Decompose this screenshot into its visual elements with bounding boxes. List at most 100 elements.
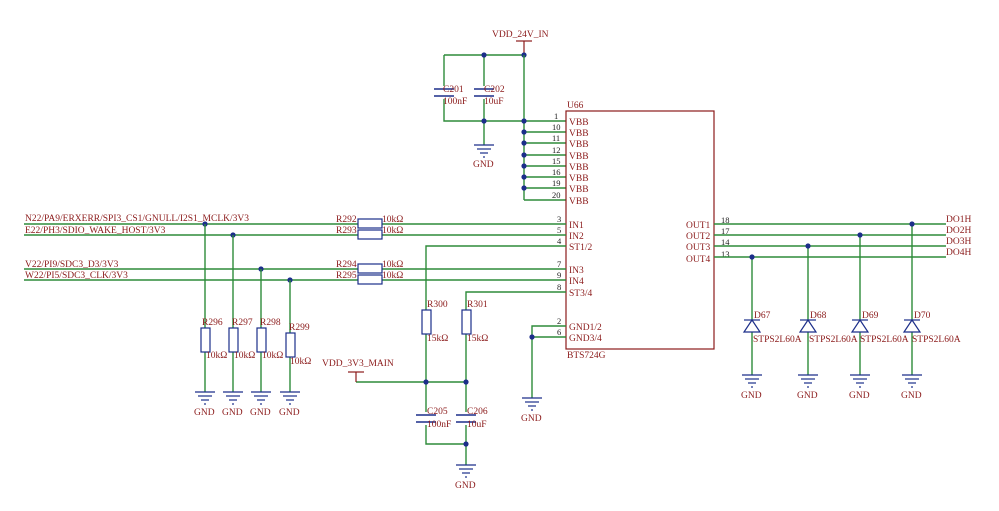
d67-part: STPS2L60A — [753, 335, 802, 345]
c201-ref: C201 — [443, 85, 464, 95]
vbb-pin-num: 15 — [552, 156, 561, 166]
vdd33-label: VDD_3V3_MAIN — [322, 359, 394, 369]
c206-value: 10uF — [467, 420, 487, 430]
ic-gnd-wiring — [529, 325, 566, 398]
supply-24v: VDD_24V_IN — [443, 30, 549, 145]
diode-d69: D69 STPS2L60A — [850, 311, 909, 345]
output-nets: DO1H DO2H DO3H DO4H — [714, 215, 971, 375]
net-label-in3: V22/PI9/SDC3_D3/3V3 — [25, 260, 119, 270]
diode-d67: D67 STPS2L60A — [742, 311, 802, 345]
d70-part: STPS2L60A — [912, 335, 961, 345]
gnd-symbol: GND — [849, 374, 870, 401]
pin-num: 9 — [557, 270, 561, 280]
gnd-symbol: GND — [797, 374, 818, 401]
gnd-symbol: GND — [473, 144, 494, 170]
vbb-pin-num: 20 — [552, 190, 561, 200]
r296-ref: R296 — [202, 318, 223, 328]
r293-value: 10kΩ — [382, 226, 403, 236]
pin-name: OUT4 — [686, 255, 711, 265]
r296-value: 10kΩ — [206, 351, 227, 361]
resistor-r294: R294 10kΩ — [336, 260, 403, 274]
r294-ref: R294 — [336, 260, 357, 270]
resistor-r295: R295 10kΩ — [336, 271, 403, 285]
pin-name: OUT1 — [686, 221, 711, 231]
gnd-symbol: GND — [194, 391, 215, 418]
vbb-pin-labels: 1 10 11 12 15 16 19 20 VBB VBB VBB VBB V… — [552, 111, 589, 207]
gnd-label: GND — [250, 408, 271, 418]
c205-ref: C205 — [427, 407, 448, 417]
r293-ref: R293 — [336, 226, 357, 236]
d68-ref: D68 — [810, 311, 827, 321]
r292-value: 10kΩ — [382, 215, 403, 225]
gnd-symbol: GND — [521, 397, 542, 424]
pin-num: 13 — [721, 249, 730, 259]
gnd-label: GND — [194, 408, 215, 418]
pin-num: 8 — [557, 282, 561, 292]
output-label-do4h: DO4H — [946, 248, 971, 258]
gnd-label: GND — [521, 414, 542, 424]
net-label-in1: N22/PA9/ERXERR/SPI3_CS1/GNULL/I2S1_MCLK/… — [25, 214, 249, 224]
r301-value: 15kΩ — [467, 334, 488, 344]
gnd-symbol: GND — [279, 391, 300, 418]
pin-name: IN3 — [569, 266, 584, 276]
r295-value: 10kΩ — [382, 271, 403, 281]
pin-num: 5 — [557, 225, 561, 235]
vbb-pin-name: VBB — [569, 174, 589, 184]
right-pin-labels: OUT1 18 OUT2 17 OUT3 14 OUT4 13 — [686, 215, 730, 265]
vbb-pin-num: 12 — [552, 145, 561, 155]
r295-ref: R295 — [336, 271, 357, 281]
c201-value: 100nF — [443, 97, 467, 107]
r299-ref: R299 — [289, 323, 310, 333]
capacitor-c202: C202 10uF — [474, 85, 505, 107]
r298-ref: R298 — [260, 318, 281, 328]
pin-num: 18 — [721, 215, 730, 225]
resistor-r299: R299 10kΩ — [285, 323, 311, 367]
u66-ref: U66 — [567, 101, 584, 111]
output-label-do3h: DO3H — [946, 237, 971, 247]
pin-name: IN1 — [569, 221, 584, 231]
pin-name: OUT3 — [686, 243, 711, 253]
pin-num: 2 — [557, 316, 561, 326]
pin-num: 6 — [557, 327, 561, 337]
net-label-in2: E22/PH3/SDIO_WAKE_HOST/3V3 — [25, 226, 166, 236]
capacitor-c205: C205 100nF — [416, 407, 451, 430]
vbb-pin-num: 16 — [552, 167, 561, 177]
pin-name: ST1/2 — [569, 243, 592, 253]
pin-name: OUT2 — [686, 232, 711, 242]
gnd-label: GND — [279, 408, 300, 418]
resistor-r292: R292 10kΩ — [336, 215, 403, 229]
pin-name: ST3/4 — [569, 289, 592, 299]
r294-value: 10kΩ — [382, 260, 403, 270]
output-label-do2h: DO2H — [946, 226, 971, 236]
pin-num: 17 — [721, 226, 730, 236]
gnd-label: GND — [797, 391, 818, 401]
r300-ref: R300 — [427, 300, 448, 310]
resistor-r296: R296 10kΩ — [200, 318, 227, 361]
pin-name: IN2 — [569, 232, 584, 242]
capacitor-c201: C201 100nF — [434, 85, 467, 107]
r299-value: 10kΩ — [290, 357, 311, 367]
resistor-r301: R301 15kΩ — [461, 300, 488, 344]
gnd-label: GND — [222, 408, 243, 418]
input-nets: N22/PA9/ERXERR/SPI3_CS1/GNULL/I2S1_MCLK/… — [24, 214, 566, 283]
ic-u66: U66 BTS724G — [565, 101, 715, 361]
vdd24-label: VDD_24V_IN — [492, 30, 549, 40]
gnd-symbol: GND — [455, 464, 476, 491]
c205-value: 100nF — [427, 420, 451, 430]
resistor-r300: R300 15kΩ — [421, 300, 448, 344]
c202-ref: C202 — [484, 85, 505, 95]
gnd-symbol: GND — [250, 391, 271, 418]
gnd-symbol: GND — [741, 374, 762, 401]
gnd-label: GND — [455, 481, 476, 491]
r298-value: 10kΩ — [262, 351, 283, 361]
d68-part: STPS2L60A — [809, 335, 858, 345]
pin-num: 4 — [557, 236, 562, 246]
resistor-r298: R298 10kΩ — [256, 318, 283, 361]
pin-name: GND3/4 — [569, 334, 602, 344]
vbb-pin-num: 19 — [552, 178, 561, 188]
vbb-pin-num: 10 — [552, 122, 561, 132]
vbb-bus — [521, 55, 566, 201]
d70-ref: D70 — [914, 311, 931, 321]
left-pin-labels: 3 IN1 5 IN2 4 ST1/2 7 IN3 9 IN4 8 ST3/4 … — [557, 214, 602, 344]
